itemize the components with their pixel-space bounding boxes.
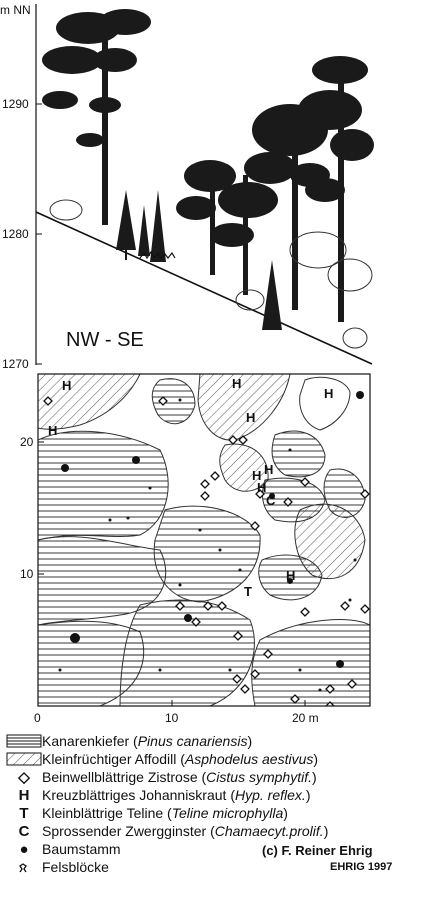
shrub-outlines xyxy=(49,199,373,349)
legend-item-rocks: Felsblöcke xyxy=(6,858,109,876)
diamond-icon: ◇ xyxy=(18,769,30,786)
profile-tick-1270: 1270 xyxy=(2,357,29,370)
affodil-areas xyxy=(38,374,366,580)
hypericum-marker: H xyxy=(246,410,255,425)
letter-markers: H H H H H H H H H T C xyxy=(48,376,333,599)
copyright-credit: (c) F. Reiner Ehrig xyxy=(262,843,373,858)
legend-item-hypericum: H Kreuzblättriges Johanniskraut (Hyp. re… xyxy=(6,786,311,804)
legend: Kanarenkiefer (Pinus canariensis) Kleinf… xyxy=(0,728,430,900)
hypericum-marker: H xyxy=(252,468,261,483)
hypericum-marker: H xyxy=(62,378,71,393)
rock-block xyxy=(299,376,351,431)
plot-tick-y20: 20 xyxy=(20,435,34,449)
filled-circle-icon: ● xyxy=(19,840,29,858)
tree-silhouettes xyxy=(42,9,374,330)
profile-tick-1290: 1290 xyxy=(2,97,29,111)
legend-item-teline: T Kleinblättrige Teline (Teline microphy… xyxy=(6,804,288,822)
hatch-swatch xyxy=(6,752,42,766)
source-credit: EHRIG 1997 xyxy=(330,861,393,873)
legend-item-chamaecytisus: C Sprossender Zwergginster (Chamaecyt.pr… xyxy=(6,822,329,840)
hypericum-marker: H xyxy=(232,376,241,391)
plot-tick-x20: 20 m xyxy=(292,711,319,725)
profile-axis-unit: m NN xyxy=(0,3,31,17)
hypericum-marker: H xyxy=(286,568,295,583)
profile-direction-label: NW - SE xyxy=(66,329,144,351)
plot-tick-x0: 0 xyxy=(34,711,41,725)
tree-trunks xyxy=(61,391,364,668)
hypericum-marker: H xyxy=(324,386,333,401)
plot-tick-x10: 10 xyxy=(165,711,179,725)
legend-item-cistus: ◇ Beinwellblättrige Zistrose (Cistus sym… xyxy=(6,768,316,786)
profile-tick-1280: 1280 xyxy=(2,227,29,241)
legend-item-trunk: ● Baumstamm xyxy=(6,840,120,858)
teline-marker: T xyxy=(244,584,252,599)
cistus-markers xyxy=(43,396,370,706)
hypericum-marker: H xyxy=(48,423,57,438)
vegetation-plot-map: H H H H H H H H H T C 20 10 0 10 20 m xyxy=(20,373,371,725)
stripe-swatch xyxy=(6,734,42,748)
plot-frame xyxy=(37,373,371,707)
ground-vegetation xyxy=(139,250,176,260)
legend-item-affodil: Kleinfrüchtiger Affodill (Asphodelus aes… xyxy=(6,750,318,768)
letter-h-icon: H xyxy=(18,786,30,804)
vegetation-profile: m NN 1290 1280 1270 xyxy=(0,3,374,370)
rock-icon xyxy=(19,863,27,873)
letter-t-icon: T xyxy=(19,804,29,822)
legend-item-pine: Kanarenkiefer (Pinus canariensis) xyxy=(6,732,252,750)
hypericum-marker: H xyxy=(257,480,266,495)
ground-line xyxy=(35,211,373,365)
letter-c-icon: C xyxy=(18,822,30,840)
hypericum-marker: H xyxy=(264,462,273,477)
small-dots xyxy=(58,398,357,692)
chamaecytisus-marker: C xyxy=(266,493,276,508)
plot-tick-y10: 10 xyxy=(20,567,34,581)
